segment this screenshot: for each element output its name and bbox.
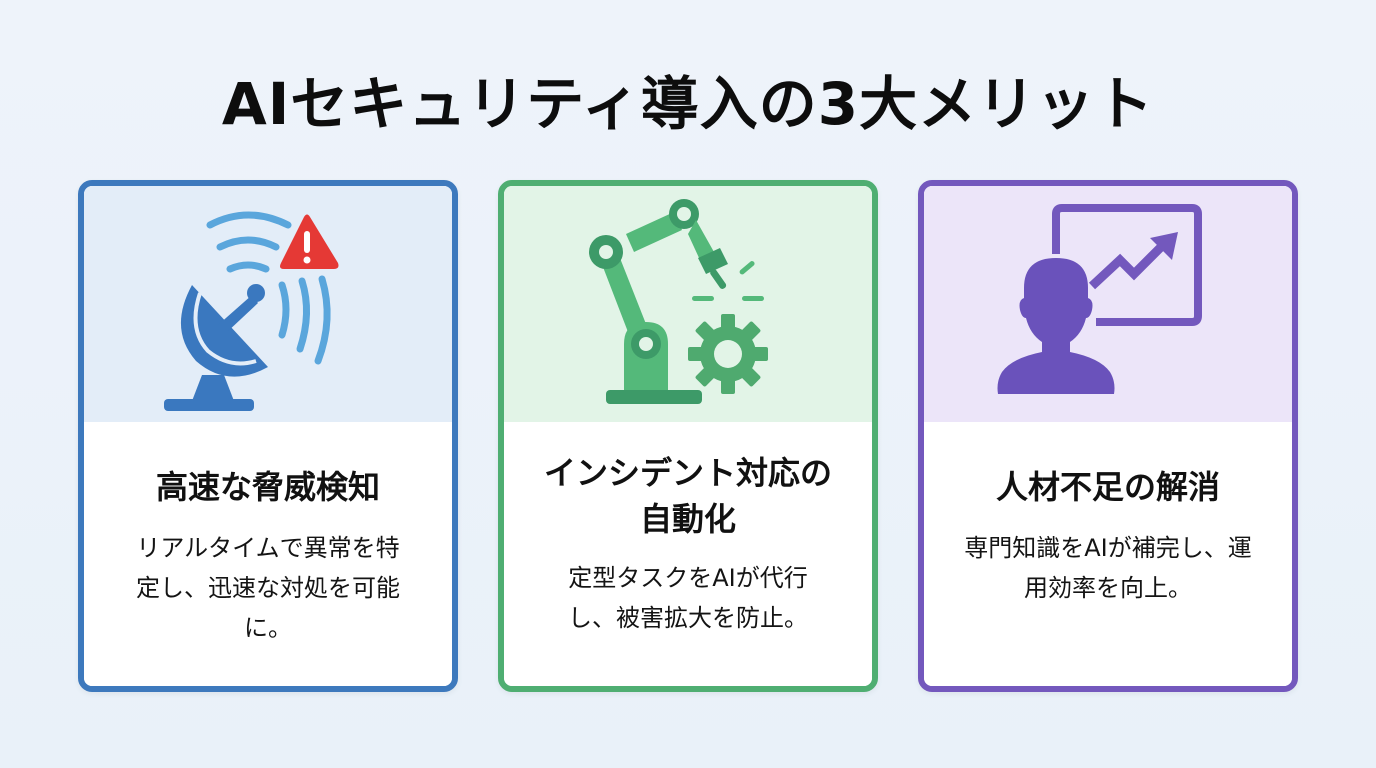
- card-text-area: 高速な脅威検知 リアルタイムで異常を特定し、迅速な対処を可能に。: [84, 422, 452, 686]
- benefit-card-incident-automation: インシデント対応の自動化 定型タスクをAIが代行し、被害拡大を防止。: [498, 180, 878, 692]
- card-title: 人材不足の解消: [995, 468, 1220, 506]
- satellite-dish-alert-icon: [164, 211, 339, 411]
- card-description: 定型タスクをAIが代行し、被害拡大を防止。: [568, 564, 808, 632]
- card-text-area: 人材不足の解消 専門知識をAIが補完し、運用効率を向上。: [924, 422, 1292, 686]
- card-title: 高速な脅威検知: [155, 468, 380, 506]
- page-title: AIセキュリティ導入の3大メリット: [221, 70, 1155, 138]
- benefit-card-talent-shortage: 人材不足の解消 専門知識をAIが補完し、運用効率を向上。: [918, 180, 1298, 692]
- robot-arm-gear-icon: [589, 199, 768, 404]
- card-description: 専門知識をAIが補完し、運用効率を向上。: [964, 534, 1252, 602]
- benefit-card-threat-detection: 高速な脅威検知 リアルタイムで異常を特定し、迅速な対処を可能に。: [78, 180, 458, 692]
- card-text-area: インシデント対応の自動化 定型タスクをAIが代行し、被害拡大を防止。: [504, 422, 872, 686]
- card-icon-area: [924, 186, 1292, 422]
- person-growth-chart-icon: [997, 204, 1202, 394]
- card-title: インシデント対応の自動化: [543, 454, 832, 538]
- card-description: リアルタイムで異常を特定し、迅速な対処を可能に。: [136, 534, 400, 642]
- card-icon-area: [84, 186, 452, 422]
- card-icon-area: [504, 186, 872, 422]
